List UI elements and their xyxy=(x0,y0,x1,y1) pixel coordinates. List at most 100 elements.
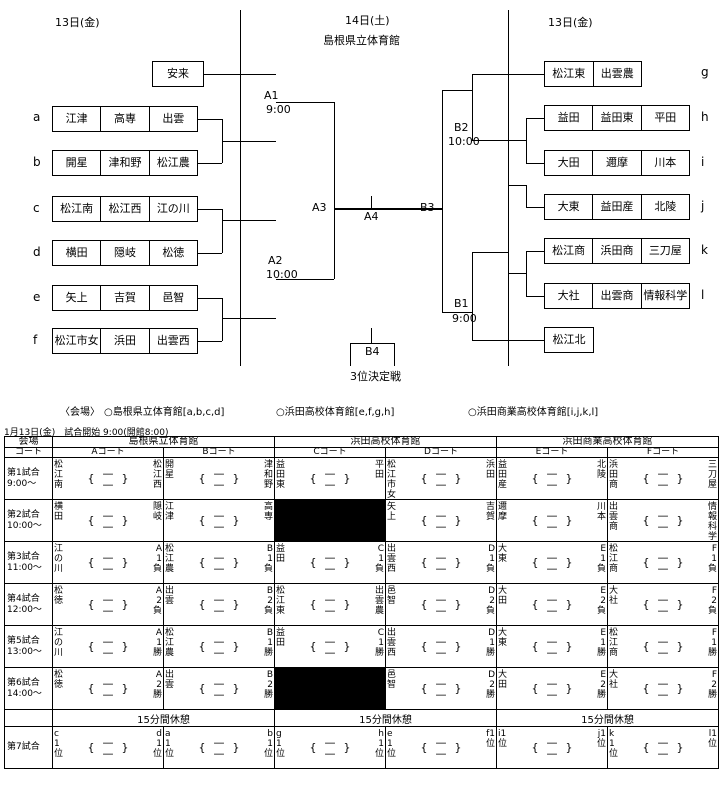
match-right-team: j1位 xyxy=(596,729,606,749)
match-a2-label: A2 xyxy=(268,254,283,267)
score-bracket: {——} xyxy=(420,466,462,491)
group-box-l: 大社 出雲商 情報科学 xyxy=(544,283,690,309)
schedule-row: 第5試合 13:00〜江の川{——}A1勝松江農{——}B1勝益田{——}C1勝… xyxy=(4,625,719,668)
team-name: 松徳 xyxy=(148,241,197,265)
group-box-f: 松江市女 浜田 出雲西 xyxy=(52,328,198,354)
schedule-row: 第3試合 11:00〜江の川{——}A1負松江農{——}B1負益田{——}C1負… xyxy=(4,541,719,584)
score-bracket: {——} xyxy=(642,735,684,760)
left-date: 13日(金) xyxy=(55,16,100,29)
score-bracket: {——} xyxy=(87,466,129,491)
score-bracket: {——} xyxy=(642,634,684,659)
score-bracket: {——} xyxy=(87,508,129,533)
match-left-team: a1位 xyxy=(165,729,175,759)
team-name: 松江東 xyxy=(552,67,586,80)
match-cell: 矢上{——}吉賀 xyxy=(385,499,497,542)
match-right-team: E1負 xyxy=(596,544,606,574)
schedule-table: 会場 島根県立体育館 浜田高校体育館 浜田商業高校体育館 コート Aコート Bコ… xyxy=(4,436,719,769)
match-cell: 出雲商{——}情報科学 xyxy=(607,499,719,542)
team-name: 松江西 xyxy=(100,197,148,221)
match-a2-time: 10:00 xyxy=(266,268,298,281)
score-bracket: {——} xyxy=(309,735,351,760)
score-bracket: {——} xyxy=(420,550,462,575)
round-label: 第5試合 13:00〜 xyxy=(4,625,53,668)
score-bracket: {——} xyxy=(420,676,462,701)
team-name: 江津 xyxy=(65,112,88,125)
schedule-meta: 1月13日(金) 試合開始 9:00(開館8:00) xyxy=(4,428,169,438)
match-left-team: 浜田商 xyxy=(609,460,619,490)
match-left-team: 松江商 xyxy=(609,544,619,574)
blank-cell xyxy=(274,667,386,710)
team-name: 益田産 xyxy=(592,195,640,219)
score-bracket: {——} xyxy=(420,508,462,533)
match-right-team: 情報科学 xyxy=(707,502,717,542)
match-cell: 江の川{——}A1負 xyxy=(52,541,164,584)
match-right-team: B1勝 xyxy=(263,628,273,658)
team-name: 浜田商 xyxy=(592,239,640,263)
match-cell: 大田{——}E2勝 xyxy=(496,667,608,710)
match-left-team: c1位 xyxy=(54,729,64,759)
group-label-e: e xyxy=(33,290,41,304)
match-right-team: h1位 xyxy=(374,729,384,759)
venue-3: ○浜田商業高校体育館[i,j,k,l] xyxy=(468,407,599,418)
match-cell: k1位{——}l1位 xyxy=(607,726,719,769)
match-right-team: A2勝 xyxy=(152,670,162,700)
match-right-team: 三刀屋 xyxy=(707,460,717,490)
match-cell: 大社{——}F2勝 xyxy=(607,667,719,710)
court-header: Dコート xyxy=(385,447,497,458)
match-right-team: A2負 xyxy=(152,586,162,616)
score-bracket: {——} xyxy=(198,508,240,533)
team-name: 大田 xyxy=(557,156,580,169)
match-right-team: E2勝 xyxy=(596,670,606,700)
group-label-i: i xyxy=(701,155,705,169)
score-bracket: {——} xyxy=(420,592,462,617)
team-name: 出雲農 xyxy=(592,62,642,86)
team-name: 出雲 xyxy=(148,107,197,131)
team-name: 松江商 xyxy=(552,244,586,257)
match-left-team: 益田 xyxy=(276,544,286,564)
group-box-d: 横田 隠岐 松徳 xyxy=(52,240,198,266)
match-cell: a1位{——}b1位 xyxy=(163,726,275,769)
group-label-g: g xyxy=(701,65,709,79)
team-name: 隠岐 xyxy=(100,241,148,265)
match-right-team: 出雲農 xyxy=(374,586,384,616)
match-cell: 松江商{——}F1負 xyxy=(607,541,719,584)
score-bracket: {——} xyxy=(531,676,573,701)
match-cell: 大東{——}E1勝 xyxy=(496,625,608,668)
match-right-team: 隠岐 xyxy=(152,502,162,522)
team-name: 出雲西 xyxy=(148,329,197,353)
match-cell: 松江商{——}F1勝 xyxy=(607,625,719,668)
venue-header: 島根県立体育館 xyxy=(52,436,275,448)
match-cell: 松徳{——}A2負 xyxy=(52,583,164,626)
team-name: 吉賀 xyxy=(100,286,148,310)
round-label: 第6試合 14:00〜 xyxy=(4,667,53,710)
match-right-team: B1負 xyxy=(263,544,273,574)
match-cell: 邑智{——}D2負 xyxy=(385,583,497,626)
match-cell: 邑智{——}D2勝 xyxy=(385,667,497,710)
match-cell: 益田{——}C1勝 xyxy=(274,625,386,668)
match-b1-time: 9:00 xyxy=(452,312,477,325)
match-left-team: 大社 xyxy=(609,670,619,690)
match-right-team: 川本 xyxy=(596,502,606,522)
team-name: 三刀屋 xyxy=(640,239,689,263)
score-bracket: {——} xyxy=(198,592,240,617)
score-bracket: {——} xyxy=(87,676,129,701)
match-left-team: 大田 xyxy=(498,586,508,606)
group-box-g: 松江東 出雲農 xyxy=(544,61,642,87)
header-court: コート xyxy=(4,447,53,458)
court-header: Bコート xyxy=(163,447,275,458)
match-right-team: 平田 xyxy=(374,460,384,480)
match-cell: 出雲{——}B2負 xyxy=(163,583,275,626)
rest-label: 15分間休憩 xyxy=(274,709,497,727)
match-a4-label: A4 xyxy=(364,210,379,223)
score-bracket: {——} xyxy=(420,634,462,659)
schedule-row: 第2試合 10:00〜横田{——}隠岐江津{——}高専矢上{——}吉賀邇摩{——… xyxy=(4,499,719,542)
match-left-team: i1位 xyxy=(498,729,508,749)
match-cell: 松江農{——}B1負 xyxy=(163,541,275,584)
match-right-team: D2負 xyxy=(485,586,495,616)
team-name: 江の川 xyxy=(148,197,197,221)
group-label-h: h xyxy=(701,110,709,124)
score-bracket: {——} xyxy=(198,735,240,760)
match-right-team: A1勝 xyxy=(152,628,162,658)
court-header: Eコート xyxy=(496,447,608,458)
